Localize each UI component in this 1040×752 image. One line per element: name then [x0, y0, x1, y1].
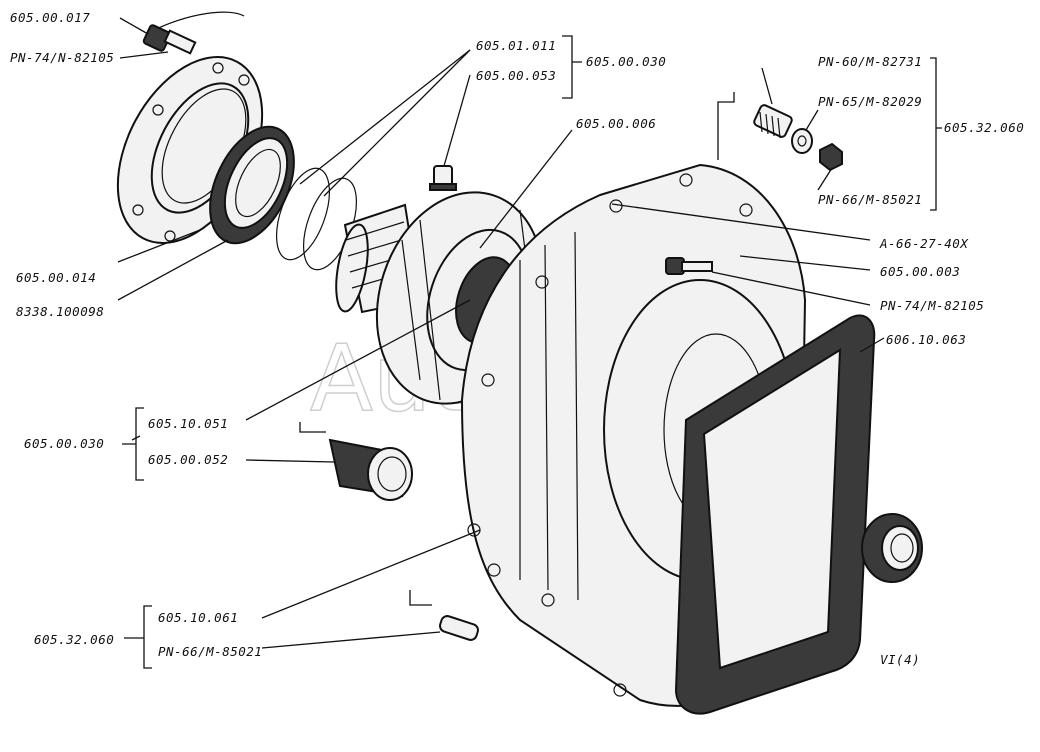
stud-washer-nut	[753, 104, 843, 172]
label-605-32-060-right: 605.32.060	[944, 120, 1024, 135]
label-pn74-m82105-right: PN-74/M-82105	[880, 298, 984, 313]
label-605-00-014: 605.00.014	[16, 270, 96, 285]
label-605-00-006: 605.00.006	[576, 116, 656, 131]
sheet-id: VI(4)	[880, 652, 920, 667]
bolt-top-left	[142, 11, 245, 55]
label-605-00-003: 605.00.003	[880, 264, 960, 279]
label-605-01-011: 605.01.011	[476, 38, 556, 53]
label-605-10-061: 605.10.061	[158, 610, 238, 625]
label-605-10-051: 605.10.051	[148, 416, 228, 431]
label-605-32-060-bottom: 605.32.060	[34, 632, 114, 647]
label-pn66-m85021-bottom: PN-66/M-85021	[158, 644, 262, 659]
label-605-00-052: 605.00.052	[148, 452, 228, 467]
label-pn66-m85021-right: PN-66/M-85021	[818, 192, 922, 207]
drawing	[116, 11, 923, 715]
label-8338-100098: 8338.100098	[16, 304, 104, 319]
label-a66-27-40x: A-66-27-40X	[879, 236, 969, 251]
brackets	[122, 35, 942, 669]
label-pn60-m82731: PN-60/M-82731	[818, 54, 922, 69]
label-pn65-m82029: PN-65/M-82029	[818, 94, 922, 109]
sleeve	[328, 438, 413, 501]
label-605-00-053: 605.00.053	[476, 68, 556, 83]
bolt-right	[665, 257, 713, 275]
label-pn74-n82105-top: PN-74/N-82105	[10, 50, 114, 65]
small-plug	[429, 165, 457, 191]
label-605-00-017: 605.00.017	[10, 10, 90, 25]
pin	[439, 615, 479, 641]
gasket	[674, 314, 876, 715]
leader-lines	[117, 17, 885, 649]
label-605-00-030-top: 605.00.030	[586, 54, 666, 69]
labels: 605.00.017 PN-74/N-82105 605.01.011 605.…	[10, 10, 1024, 667]
label-605-00-030-left: 605.00.030	[24, 436, 104, 451]
coupling-nut	[861, 513, 923, 583]
label-606-10-063: 606.10.063	[886, 332, 966, 347]
